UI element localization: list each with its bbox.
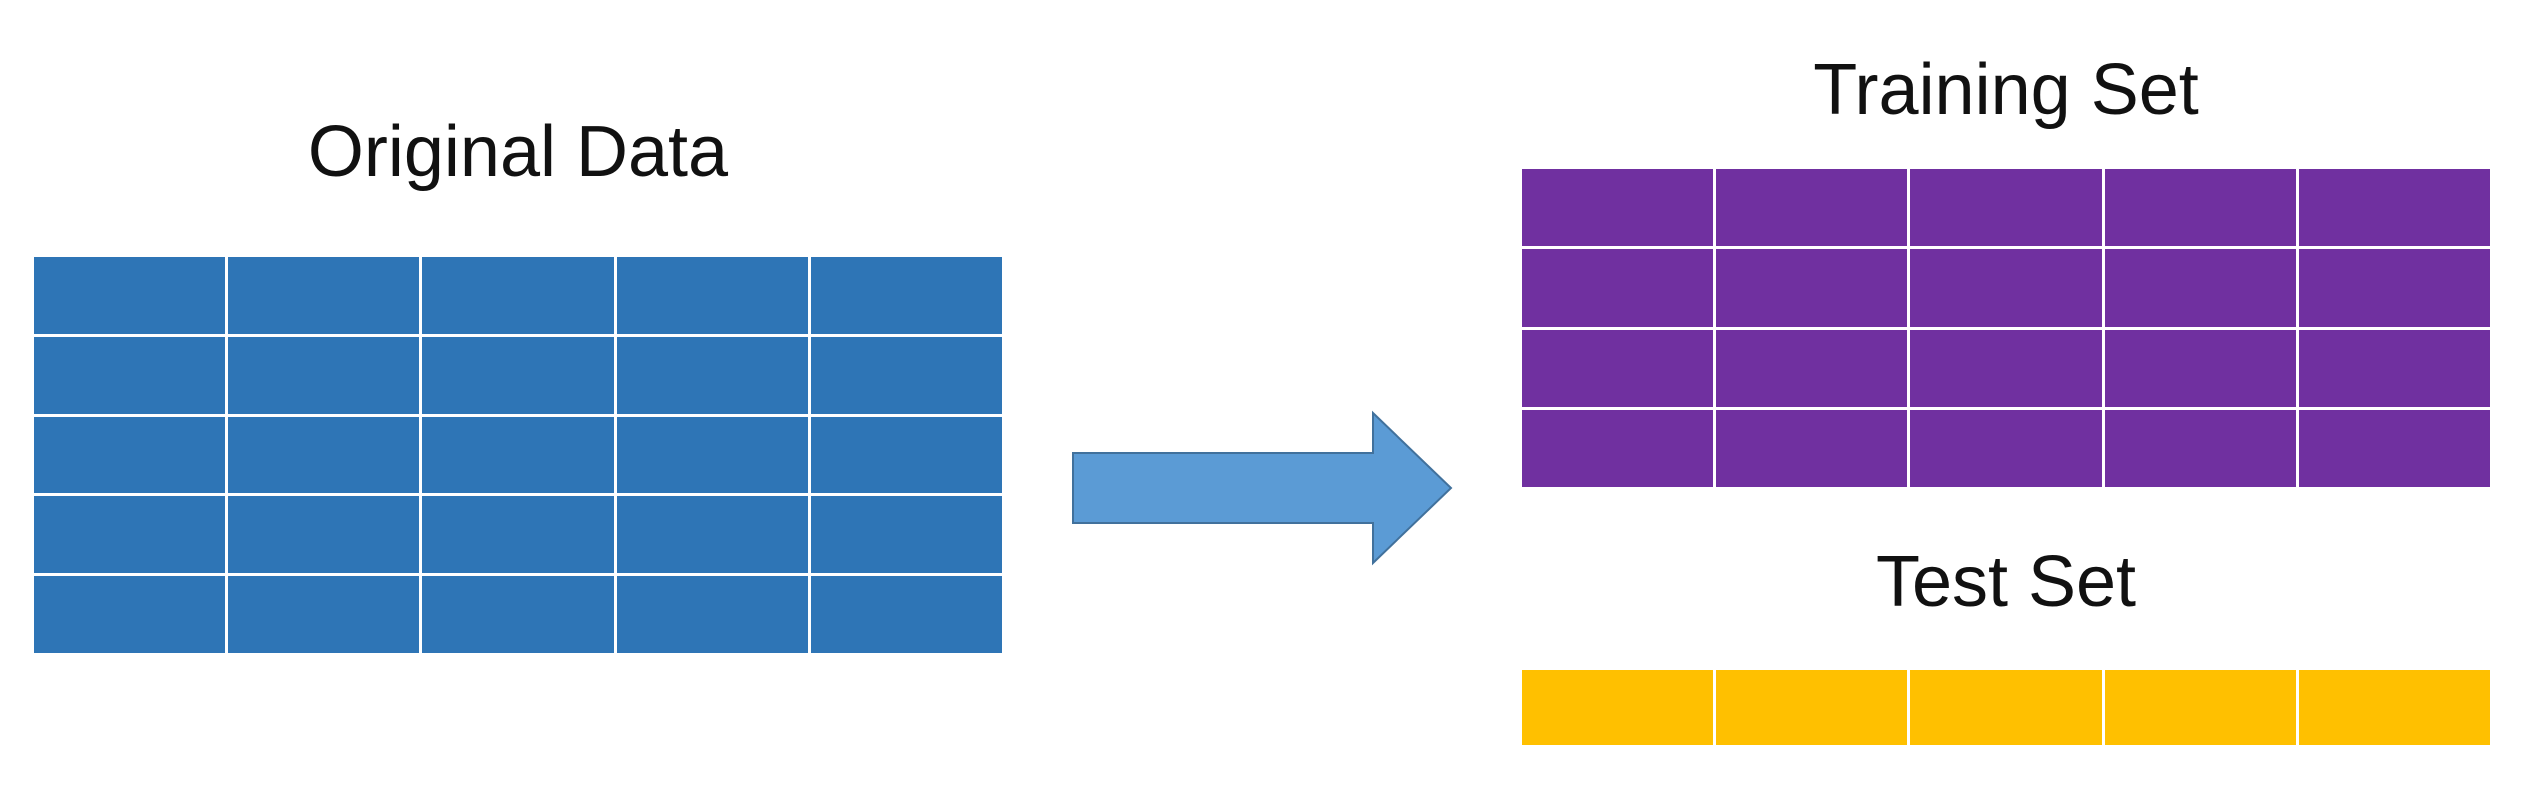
training-grid-cell (1522, 169, 1714, 247)
training-grid-cell (1716, 249, 1908, 327)
original-data-grid (34, 257, 1002, 653)
training-grid-cell (1716, 409, 1908, 487)
original-grid-cell (228, 496, 420, 574)
original-grid-cell (616, 336, 808, 414)
training-grid-cell (1910, 169, 2102, 247)
original-grid-cell (810, 416, 1002, 494)
original-grid-cell (422, 576, 614, 653)
original-grid-cell (34, 336, 226, 414)
training-grid-cell (2104, 329, 2296, 407)
training-grid-cell (2104, 409, 2296, 487)
original-grid-cell (616, 576, 808, 653)
original-grid-cell (616, 416, 808, 494)
original-grid-cell (810, 496, 1002, 574)
training-set-grid (1522, 169, 2490, 487)
training-set-title: Training Set (1813, 50, 2199, 130)
original-grid-cell (810, 576, 1002, 653)
original-grid-cell (616, 257, 808, 334)
original-grid-cell (228, 416, 420, 494)
original-grid-cell (34, 257, 226, 334)
test-grid-cell (1522, 670, 1714, 745)
test-grid-cell (1910, 670, 2102, 745)
test-set-title: Test Set (1875, 542, 2137, 622)
training-grid-cell (1522, 329, 1714, 407)
arrow-shape (1072, 410, 1453, 566)
test-set-grid (1522, 670, 2490, 745)
original-grid-cell (34, 416, 226, 494)
original-grid-cell (228, 576, 420, 653)
original-grid-cell (422, 496, 614, 574)
test-grid-cell (1716, 670, 1908, 745)
original-grid-cell (810, 336, 1002, 414)
original-grid-cell (228, 336, 420, 414)
training-grid-cell (2104, 169, 2296, 247)
original-grid-cell (422, 336, 614, 414)
original-grid-cell (616, 496, 808, 574)
training-grid-cell (1716, 169, 1908, 247)
original-grid-cell (810, 257, 1002, 334)
training-grid-cell (2298, 409, 2490, 487)
training-grid-cell (2298, 169, 2490, 247)
training-grid-cell (1522, 249, 1714, 327)
training-grid-cell (1910, 329, 2102, 407)
original-grid-cell (34, 496, 226, 574)
original-grid-cell (34, 576, 226, 653)
training-grid-cell (2104, 249, 2296, 327)
original-grid-cell (422, 257, 614, 334)
test-grid-cell (2104, 670, 2296, 745)
original-grid-cell (228, 257, 420, 334)
training-grid-cell (1522, 409, 1714, 487)
test-grid-cell (2298, 670, 2490, 745)
training-grid-cell (1910, 409, 2102, 487)
training-grid-cell (1910, 249, 2102, 327)
original-grid-cell (422, 416, 614, 494)
training-grid-cell (1716, 329, 1908, 407)
right-arrow-icon (1072, 410, 1453, 566)
original-data-title: Original Data (307, 112, 729, 192)
training-grid-cell (2298, 329, 2490, 407)
training-grid-cell (2298, 249, 2490, 327)
